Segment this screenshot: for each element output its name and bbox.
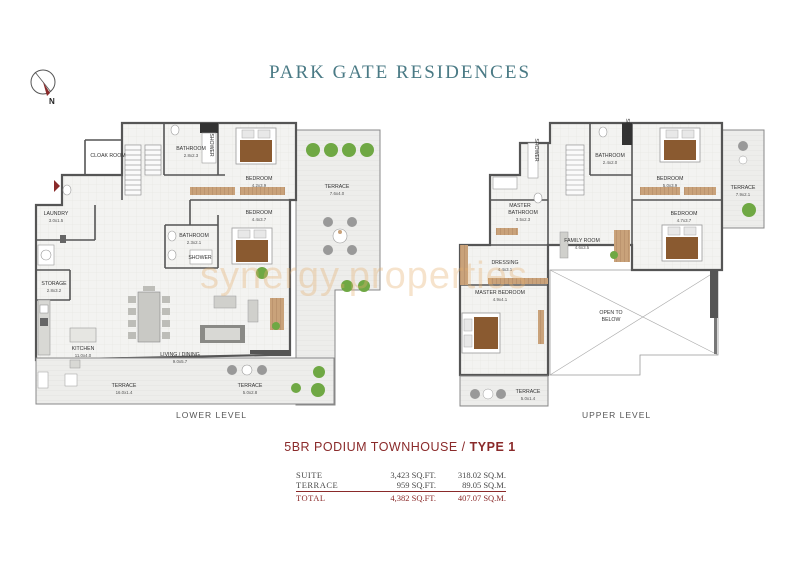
area-label: TERRACE [296, 480, 339, 490]
upper-stairs [565, 144, 585, 196]
upper-floor-outline [458, 121, 724, 377]
area-label: SUITE [296, 470, 323, 480]
upper-master-bed [461, 312, 501, 354]
area-row-suite: SUITE 3,423 SQ.FT. 318.02 SQ.M. [296, 470, 506, 480]
room-name: BEDROOM [671, 211, 698, 217]
room-name: BATHROOM [595, 153, 625, 159]
area-sqm: 318.02 SQ.M. [457, 470, 506, 480]
lower-dining-table [128, 286, 170, 343]
lower-terrace-table-1 [323, 217, 357, 255]
lower-bed-1 [235, 127, 277, 165]
room-name: LAUNDRY [44, 211, 69, 217]
room-dims: 4.2x3.9 [252, 183, 267, 188]
room-name: FAMILY ROOM [564, 238, 600, 244]
room-dims: 2.8x2.3 [184, 153, 199, 158]
room-dims: 4.7x3.7 [677, 218, 692, 223]
lower-stairs [124, 144, 162, 196]
room-name: TERRACE [516, 389, 541, 395]
room-name: CLOAK ROOM [90, 153, 125, 159]
room-name: STORAGE [41, 281, 67, 287]
lower-room-labels: CLOAK ROOM BATHROOM 2.8x2.3 SHOWER BEDRO… [41, 133, 350, 395]
unit-title: 5BR PODIUM TOWNHOUSE / TYPE 1 [0, 440, 800, 454]
area-sqm: 407.07 SQ.M. [457, 493, 506, 503]
room-name: MASTER [509, 203, 531, 209]
room-dims: 3.0x1.5 [49, 218, 64, 223]
compass-icon: N [27, 66, 63, 106]
room-name: OPEN TO [599, 310, 622, 316]
room-name: TERRACE [325, 184, 350, 190]
room-dims: 4.4x3.7 [252, 217, 267, 222]
lower-kitchen-fixtures [37, 235, 97, 369]
upper-room-labels: SHOWER SHOWER BATHROOM 2.4x2.0 MASTER BA… [475, 118, 756, 401]
room-name: TERRACE [112, 383, 137, 389]
room-dims: 4.6x3.5 [575, 245, 590, 250]
page-title: PARK GATE RESIDENCES [268, 62, 532, 83]
area-sqft: 959 SQ.FT. [396, 480, 436, 490]
area-sqft: 4,382 SQ.FT. [390, 493, 436, 503]
area-row-total: TOTAL 4,382 SQ.FT. 407.07 SQ.M. [296, 493, 506, 503]
room-name: SHOWER [188, 255, 212, 261]
room-name: BEDROOM [657, 176, 684, 182]
compass-north-label: N [49, 97, 55, 106]
room-name: BATHROOM [508, 210, 538, 216]
room-dims: 7.9x2.1 [736, 192, 751, 197]
room-name: TERRACE [731, 185, 756, 191]
lower-level-plan: CLOAK ROOM BATHROOM 2.8x2.3 SHOWER BEDRO… [34, 121, 381, 406]
room-name: MASTER BEDROOM [475, 290, 525, 296]
area-divider [296, 491, 506, 492]
area-sqft: 3,423 SQ.FT. [390, 470, 436, 480]
room-dims: 16.0x1.4 [116, 390, 133, 395]
room-name: BATHROOM [179, 233, 209, 239]
room-name: KITCHEN [72, 346, 95, 352]
room-dims: 4.4x3.1 [498, 267, 513, 272]
room-dims: 7.6x4.0 [330, 191, 345, 196]
room-name: BEDROOM [246, 176, 273, 182]
lower-bed-2 [231, 227, 273, 265]
entry-arrow-icon [54, 180, 60, 192]
room-dims: 5.0x2.8 [243, 390, 258, 395]
upper-terrace-furniture [470, 141, 748, 400]
upper-bed-2 [661, 224, 703, 262]
room-dims: 4.9x4.1 [493, 297, 508, 302]
lower-terrace-east-outline [295, 129, 381, 406]
upper-bed-1 [659, 127, 701, 163]
room-name: DRESSING [491, 260, 518, 266]
lower-level-label: LOWER LEVEL [176, 410, 247, 420]
room-name: LIVING / DINING [160, 352, 200, 358]
unit-type: TYPE 1 [469, 440, 516, 454]
room-dims: 3.5x2.3 [516, 217, 531, 222]
watermark: synergy.properties [200, 255, 528, 297]
area-label: TOTAL [296, 493, 326, 503]
svg-text:CLOAK ROOM: CLOAK ROOM [90, 153, 125, 159]
room-dims: 2.4x2.0 [603, 160, 618, 165]
room-dims: 2.8x3.2 [47, 288, 62, 293]
room-name: BATHROOM [176, 146, 206, 152]
area-sqm: 89.05 SQ.M. [462, 480, 506, 490]
room-name: SHOWER [208, 133, 214, 157]
lower-terrace-table-2 [37, 364, 267, 389]
room-dims: 11.0x4.0 [75, 353, 92, 358]
lower-sofa [200, 295, 290, 354]
upper-level-label: UPPER LEVEL [582, 410, 652, 420]
area-row-terrace: TERRACE 959 SQ.FT. 89.05 SQ.M. [296, 480, 506, 490]
room-name: TERRACE [238, 383, 263, 389]
lower-plants [256, 143, 374, 397]
room-name: BEDROOM [246, 210, 273, 216]
room-name: BELOW [602, 317, 621, 323]
upper-plants [610, 203, 756, 259]
lower-terrace-south-outline [35, 357, 335, 405]
upper-level-plan: SHOWER SHOWER BATHROOM 2.4x2.0 MASTER BA… [458, 118, 765, 407]
room-dims: 2.3x2.1 [187, 240, 202, 245]
area-table: SUITE 3,423 SQ.FT. 318.02 SQ.M. TERRACE … [296, 470, 506, 503]
room-dims: 9.0x5.7 [173, 359, 188, 364]
unit-title-text: 5BR PODIUM TOWNHOUSE / [284, 440, 470, 454]
room-dims: 5.0x3.9 [663, 183, 678, 188]
room-name: SHOWER [533, 138, 539, 162]
room-name: SHOWER [624, 118, 630, 142]
room-dims: 5.0x1.4 [521, 396, 536, 401]
